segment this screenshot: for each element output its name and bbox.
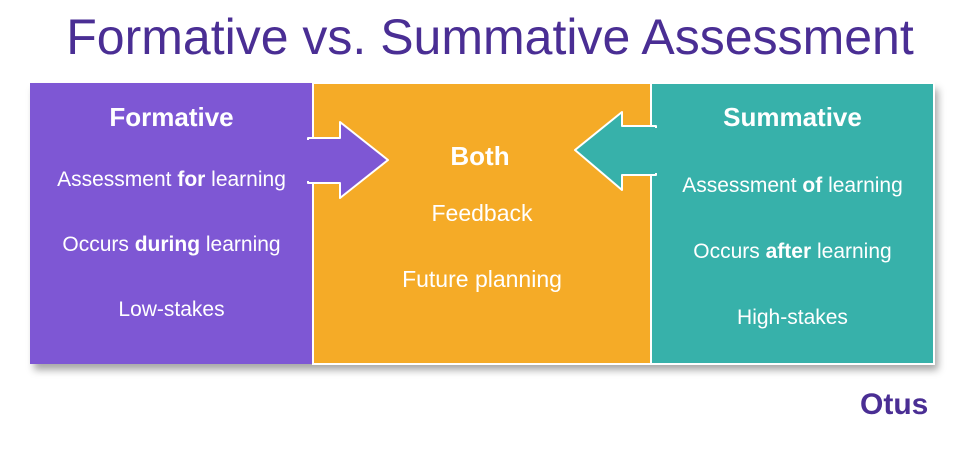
formative-item: Assessment for learning [57,168,286,191]
both-item: Future planning [402,266,562,292]
summative-item: Occurs after learning [693,240,892,263]
formative-item: Low-stakes [118,298,225,321]
formative-panel [30,83,313,364]
both-item: Feedback [431,200,533,226]
formative-heading: Formative [109,102,234,132]
page-title: Formative vs. Summative Assessment [66,9,914,65]
summative-panel [650,82,935,365]
summative-item: High-stakes [737,306,848,329]
both-heading: Both [450,141,510,171]
summative-item: Assessment of learning [682,174,903,197]
summative-heading: Summative [723,102,862,132]
otus-logo: Otus [860,388,929,421]
formative-item: Occurs during learning [62,233,281,256]
right-arrow-icon [307,121,389,199]
left-arrow-icon [574,111,657,191]
